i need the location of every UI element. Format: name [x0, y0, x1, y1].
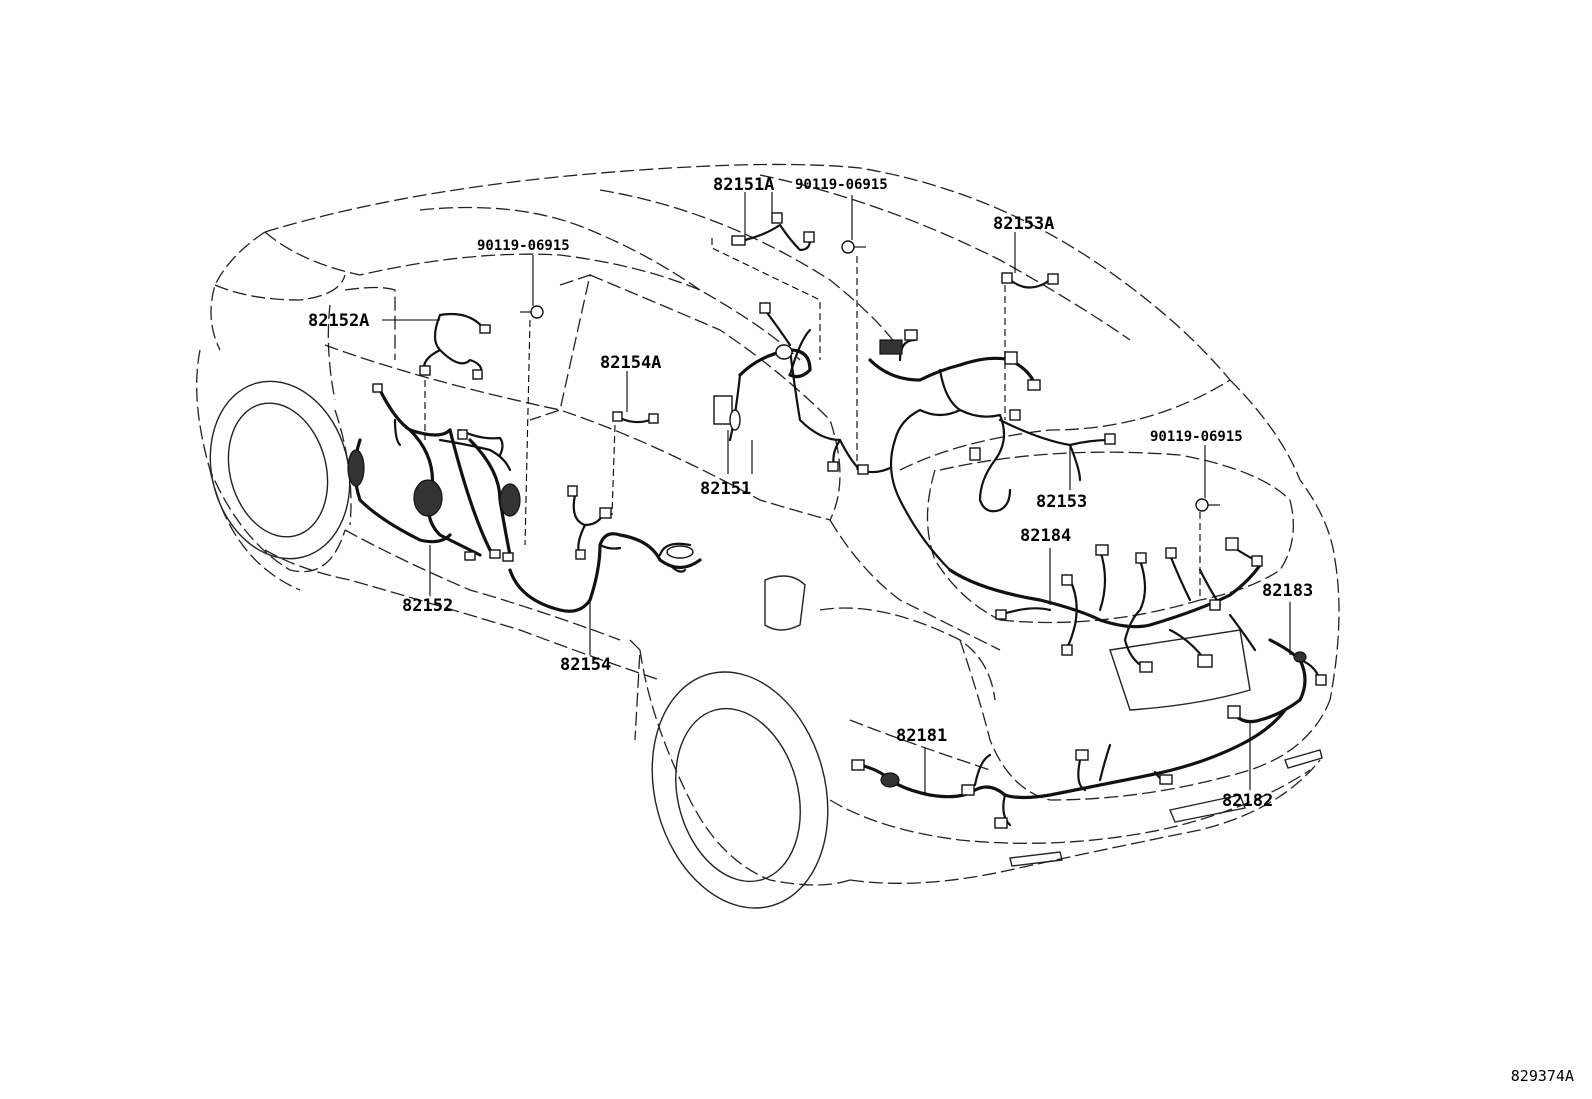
harness-82184: [948, 537, 1263, 673]
reference-code: 829374A: [1510, 1067, 1574, 1085]
harness-82181: [851, 708, 1287, 829]
label-82153: 82153: [1036, 492, 1087, 512]
label-82152: 82152: [402, 596, 453, 616]
label-82154A: 82154A: [600, 353, 661, 373]
harness-82152: [347, 383, 521, 562]
harness-82154A: [612, 411, 659, 424]
label-82181: 82181: [896, 726, 947, 746]
leader-lines: [382, 192, 1291, 795]
harness-82154: [508, 485, 702, 613]
label-82182: 82182: [1222, 791, 1273, 811]
harness-82183: [1227, 638, 1327, 724]
label-90119-top: 90119-06915: [795, 177, 888, 193]
label-82151: 82151: [700, 479, 751, 499]
label-82184: 82184: [1020, 526, 1071, 546]
harness-82153: [868, 329, 1116, 572]
harness-82153A: [1001, 272, 1059, 289]
harness-82152A: [419, 312, 491, 380]
car-body-outline: [196, 163, 1340, 909]
label-82153A: 82153A: [993, 214, 1054, 234]
label-82152A: 82152A: [308, 311, 369, 331]
label-90119-left: 90119-06915: [477, 238, 570, 254]
bolt-90119-right: [1195, 498, 1220, 512]
bolt-90119-top: [841, 240, 866, 254]
label-82183: 82183: [1262, 581, 1313, 601]
bolt-90119-left: [520, 305, 544, 319]
label-82154: 82154: [560, 655, 611, 675]
label-90119-right: 90119-06915: [1150, 429, 1243, 445]
harness-82151: [713, 302, 892, 475]
harness-82151A: [731, 212, 815, 252]
label-82151A: 82151A: [713, 175, 774, 195]
